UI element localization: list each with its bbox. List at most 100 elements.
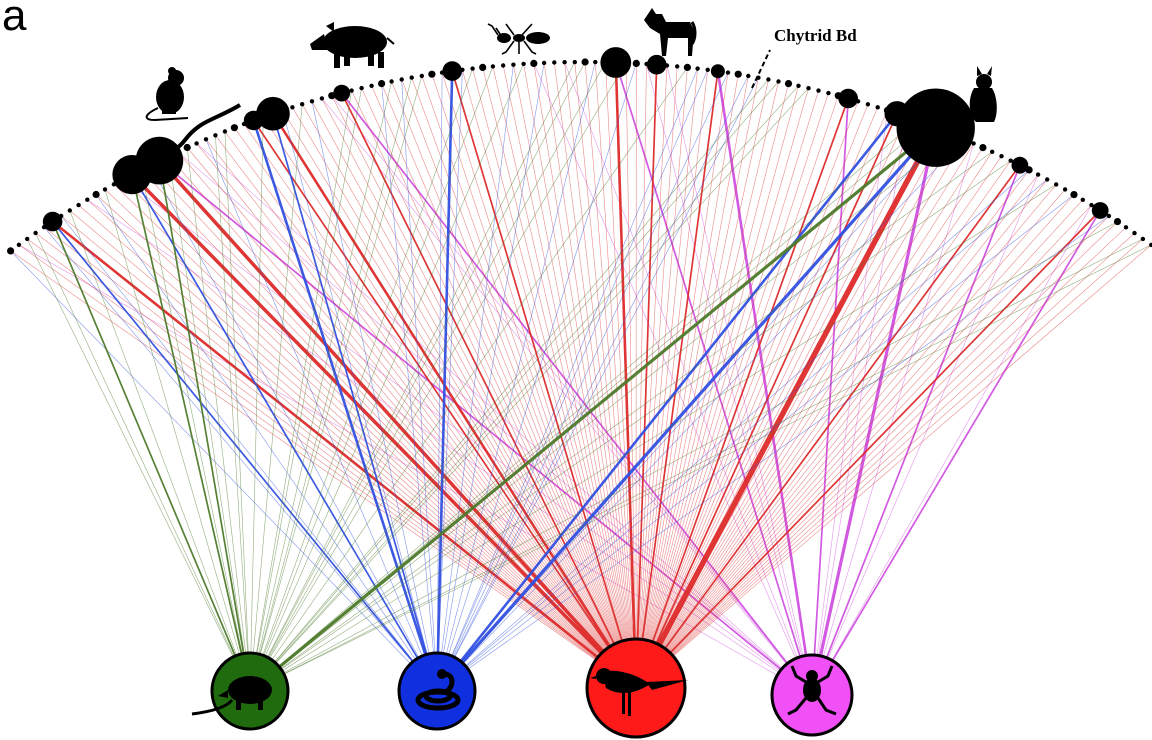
threat-node xyxy=(746,73,751,79)
link-birds xyxy=(635,72,729,689)
link-mammals xyxy=(248,126,937,693)
link-birds xyxy=(635,209,1101,689)
threat-node xyxy=(213,133,218,138)
reptiles-hub xyxy=(397,651,477,731)
link-reptiles xyxy=(436,63,637,692)
threat-node xyxy=(359,85,364,91)
link-birds xyxy=(186,147,637,689)
threat-node xyxy=(1062,187,1068,192)
threat-node xyxy=(290,105,295,110)
major-threat-node xyxy=(710,64,725,79)
link-reptiles xyxy=(282,110,438,692)
threat-node xyxy=(796,83,801,89)
link-reptiles xyxy=(381,83,438,692)
link-amphibians xyxy=(646,63,813,696)
threat-node xyxy=(952,133,957,138)
link-birds xyxy=(431,74,637,689)
cat-icon xyxy=(961,66,997,122)
link-layer xyxy=(10,61,1152,696)
link-birds xyxy=(321,98,637,689)
snake-icon xyxy=(415,669,461,711)
link-mammals xyxy=(51,221,251,692)
threat-node xyxy=(279,106,287,114)
threat-node xyxy=(76,202,81,208)
link-mammals xyxy=(104,189,251,692)
link-birds xyxy=(635,232,1135,689)
link-mammals xyxy=(249,135,955,692)
threat-node xyxy=(562,60,567,65)
major-threat-node xyxy=(442,61,463,81)
threat-node xyxy=(875,105,880,110)
threat-node xyxy=(59,213,64,219)
major-threat-node xyxy=(896,88,975,167)
mammals-hub xyxy=(191,651,290,731)
link-mammals xyxy=(249,81,392,692)
threat-node xyxy=(319,96,325,101)
link-birds xyxy=(462,69,637,689)
threat-node xyxy=(1070,191,1078,199)
link-birds xyxy=(635,75,749,689)
link-birds xyxy=(635,85,799,689)
birds-hub xyxy=(585,637,688,739)
link-birds xyxy=(635,74,739,689)
link-mammals xyxy=(131,174,251,692)
major-threat-node xyxy=(1091,202,1109,219)
link-birds xyxy=(361,87,637,689)
link-birds xyxy=(635,184,1057,689)
threat-node xyxy=(623,60,629,66)
threat-node xyxy=(1054,182,1059,187)
threat-node xyxy=(999,154,1004,159)
threat-node xyxy=(309,99,315,104)
link-mammals xyxy=(249,66,494,692)
link-birds xyxy=(635,69,708,689)
link-mammals xyxy=(249,61,576,692)
link-mammals xyxy=(224,131,251,692)
link-reptiles xyxy=(436,179,1048,692)
link-birds xyxy=(177,151,637,689)
major-threat-node xyxy=(42,211,63,232)
link-amphibians xyxy=(533,63,813,696)
link-birds xyxy=(635,93,829,689)
link-birds xyxy=(371,85,637,689)
link-birds xyxy=(635,110,888,689)
threat-node xyxy=(378,80,386,88)
link-amphibians xyxy=(811,110,888,696)
link-reptiles xyxy=(436,64,514,692)
threat-node-layer xyxy=(7,47,1152,255)
threat-node xyxy=(222,129,228,134)
threat-node xyxy=(865,102,871,107)
threat-node xyxy=(705,67,710,73)
link-birds xyxy=(523,63,637,689)
link-mammals xyxy=(249,104,303,692)
link-birds xyxy=(635,83,789,689)
major-threat-node xyxy=(333,84,351,102)
threat-node xyxy=(806,86,811,91)
link-mammals xyxy=(249,184,1057,692)
link-birds xyxy=(331,95,637,689)
link-amphibians xyxy=(331,95,813,696)
threat-node xyxy=(1106,213,1112,219)
link-birds xyxy=(421,75,637,689)
link-birds xyxy=(635,98,849,689)
threat-node xyxy=(1089,202,1094,208)
threat-node xyxy=(1008,158,1013,163)
threat-node xyxy=(1113,218,1122,226)
link-birds xyxy=(635,107,878,689)
panel-letter: a xyxy=(2,0,27,40)
link-reptiles xyxy=(272,113,438,692)
link-birds xyxy=(635,204,1092,689)
link-birds xyxy=(554,62,637,689)
link-reptiles xyxy=(95,194,438,692)
link-mammals xyxy=(249,63,524,692)
threat-node xyxy=(552,60,557,65)
link-mammals xyxy=(249,77,412,692)
link-birds xyxy=(635,90,819,689)
rat-icon xyxy=(145,67,189,122)
opossum-icon xyxy=(191,676,272,716)
link-birds xyxy=(635,215,1110,689)
link-reptiles xyxy=(10,250,438,692)
threat-node xyxy=(664,63,670,68)
threat-node xyxy=(511,62,516,67)
link-birds xyxy=(595,62,637,689)
